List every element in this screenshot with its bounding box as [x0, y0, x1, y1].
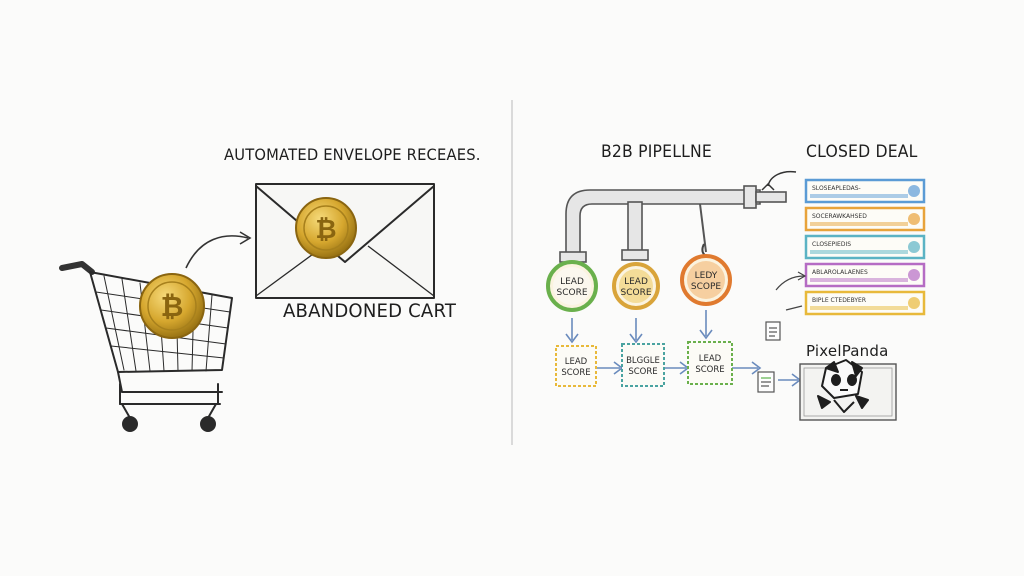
circle-node-line1: LEAD — [624, 277, 648, 287]
svg-text:₿: ₿ — [161, 290, 184, 323]
svg-text:₿: ₿ — [315, 215, 336, 245]
deal-card-bar — [810, 194, 908, 198]
circle-node-fill — [619, 269, 653, 303]
box-node-line2: SCORE — [561, 368, 590, 378]
arrow-head — [239, 231, 252, 245]
deal-card-avatar — [908, 269, 920, 281]
deal-card-avatar — [908, 297, 920, 309]
circle-node-line1: LEDY — [695, 271, 718, 281]
pipeline-title: B2B PIPELLNE — [601, 142, 712, 162]
box-node-frame — [621, 343, 665, 387]
deal-card-bar — [810, 278, 908, 282]
brand-label: PixelPanda — [806, 342, 889, 360]
deal-card-avatar — [908, 213, 920, 225]
circle-node-line2: SCORE — [556, 288, 587, 298]
deal-card-bar — [810, 250, 908, 254]
box-node-line2: SCORE — [695, 365, 724, 375]
deal-card-text: SLOSEAPLEDAS- — [812, 185, 861, 192]
box-node-line1: BLGGLE — [626, 356, 660, 366]
deal-card: SOCERAWKAHSED — [804, 206, 926, 232]
box-node-line1: LEAD — [565, 357, 588, 367]
deal-card: BIPLE CTEDEBYER — [804, 290, 926, 316]
deal-card-avatar — [908, 241, 920, 253]
deal-card: ABLAROLALAENES — [804, 262, 926, 288]
closed-deal-title: CLOSED DEAL — [806, 142, 918, 162]
deal-card: SLOSEAPLEDAS- — [804, 178, 926, 204]
box-node-line2: SCORE — [628, 367, 657, 377]
deal-card-text: ABLAROLALAENES — [812, 269, 868, 276]
deal-arrows — [775, 271, 807, 311]
box-node-line1: LEAD — [699, 354, 722, 364]
deal-card-text: SOCERAWKAHSED — [812, 213, 867, 220]
pipeline-pipe — [559, 170, 797, 263]
circle-node-line2: SCORE — [620, 288, 651, 298]
document-icon — [757, 371, 775, 393]
circle-node-fill — [687, 261, 725, 299]
envelope-title: AUTOMATED ENVELOPE RECEAES. — [224, 145, 481, 164]
circle-node-fill — [553, 267, 591, 305]
bitcoin-coin-icon: ₿ — [139, 273, 205, 339]
closed-deal-cards: SLOSEAPLEDAS- SOCERAWKAHSED CLOSEPIEDIS ABL… — [804, 178, 926, 316]
document-icon — [765, 321, 781, 341]
box-node-frame — [555, 345, 597, 387]
deal-card-bar — [810, 222, 908, 226]
flow-arrow — [185, 235, 249, 269]
deal-card-text: CLOSEPIEDIS — [812, 241, 851, 248]
circle-node-line1: LEAD — [560, 277, 584, 287]
abandoned-cart-caption: ABANDONED CART — [283, 300, 457, 322]
deal-card: CLOSEPIEDIS — [804, 234, 926, 260]
circle-node-line2: SCOPE — [691, 282, 722, 292]
box-node-frame — [687, 341, 733, 385]
panda-icon — [817, 359, 869, 413]
bitcoin-coin-icon: ₿ — [295, 197, 357, 259]
deal-card-avatar — [908, 185, 920, 197]
deal-card-bar — [810, 306, 908, 310]
deal-card-text: BIPLE CTEDEBYER — [812, 297, 866, 304]
